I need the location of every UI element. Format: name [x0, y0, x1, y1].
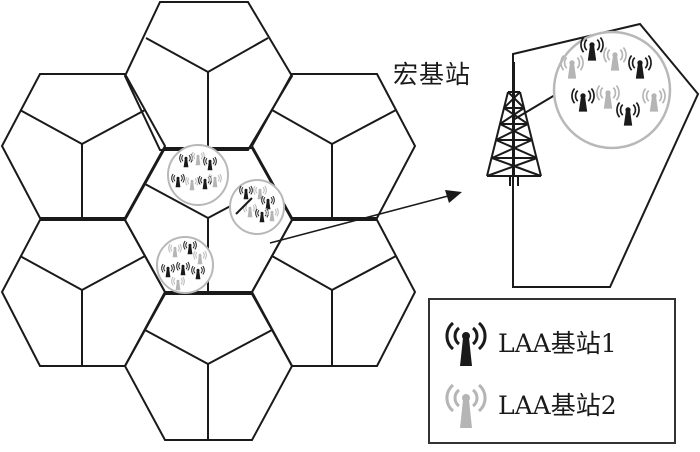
- macro-cells: [0, 0, 417, 441]
- legend-item-laa1: LAA基站1: [444, 314, 617, 370]
- antenna-icon: [445, 383, 487, 428]
- cell-bottom: [123, 293, 294, 441]
- laa-cluster-2: [229, 179, 285, 235]
- cell-lower-left: [0, 219, 167, 367]
- zoom-arrow: [269, 190, 462, 244]
- legend-item-laa2: LAA基站2: [444, 376, 617, 432]
- macro-station-label: 宏基站: [393, 60, 472, 89]
- cell-upper-left: [0, 73, 167, 219]
- legend: LAA基站1 LAA基站2: [428, 298, 676, 444]
- legend-label-laa2: LAA基站2: [498, 391, 617, 420]
- zoomed-sector: [512, 22, 700, 288]
- cell-upper-right: [250, 73, 417, 219]
- cell-lower-right: [250, 219, 417, 367]
- cell-top: [123, 0, 294, 151]
- antenna-icon: [445, 321, 487, 366]
- macro-tower-icon: [486, 62, 542, 186]
- cluster-link: [235, 197, 253, 215]
- legend-label-laa1: LAA基站1: [498, 329, 617, 358]
- laa-cluster-1: [167, 144, 229, 206]
- laa-cluster-3: [156, 236, 214, 294]
- zoomed-laa-cluster: [552, 30, 672, 150]
